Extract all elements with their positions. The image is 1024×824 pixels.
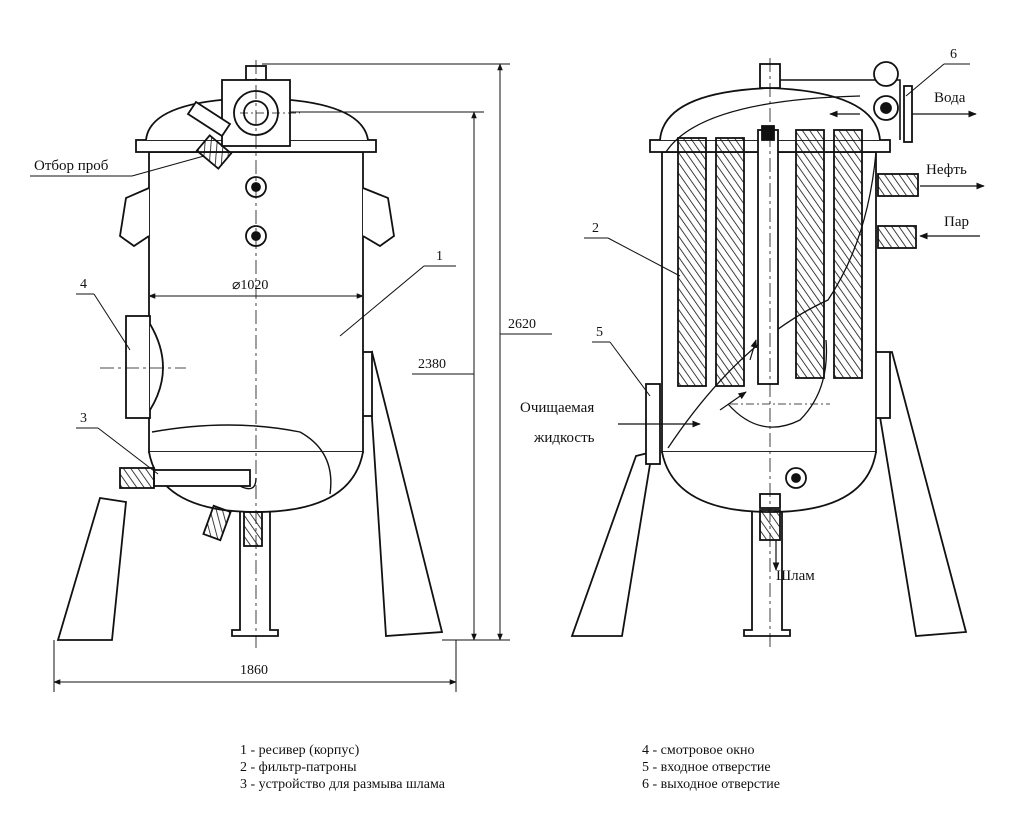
- callout-1: 1: [436, 249, 443, 264]
- right-outlet-gauge: [873, 61, 899, 87]
- label-sampling: Отбор проб: [34, 158, 109, 174]
- filter-cartridge-3: [795, 129, 825, 379]
- left-dimensions: [53, 63, 552, 692]
- right-steam-valve: [877, 225, 917, 249]
- callout-3: 3: [80, 411, 87, 426]
- legend-left: 1 - ресивер (корпус) 2 - фильтр-патроны …: [240, 742, 445, 793]
- legend-item: 3 - устройство для размыва шлама: [240, 777, 445, 792]
- right-outlet-pipe: [780, 79, 901, 140]
- left-wash-valve: [119, 467, 155, 489]
- label-sludge: Шлам: [776, 568, 815, 584]
- callout-6: 6: [950, 47, 957, 62]
- right-cutaway-line: [665, 95, 877, 449]
- filter-cartridge-2: [715, 137, 745, 387]
- right-leg-center: [743, 512, 791, 637]
- left-leaders: [30, 155, 456, 475]
- left-leg-right: [367, 350, 444, 637]
- legend-right: 4 - смотровое окно 5 - входное отверстие…: [642, 742, 780, 793]
- right-leaders: [584, 63, 970, 397]
- legend-item: 5 - входное отверстие: [642, 760, 771, 775]
- right-oil-valve: [877, 173, 919, 197]
- legend-item: 6 - выходное отверстие: [642, 777, 780, 792]
- left-lug-left: [119, 187, 150, 248]
- label-water: Вода: [934, 90, 966, 106]
- left-lug-right: [362, 187, 395, 248]
- legend-item: 1 - ресивер (корпус): [240, 743, 360, 758]
- label-height-body: 2380: [418, 357, 446, 372]
- callout-4: 4: [80, 277, 87, 292]
- left-view: [56, 60, 444, 648]
- callout-5: 5: [596, 325, 603, 340]
- legend-item: 4 - смотровое окно: [642, 743, 755, 758]
- label-diameter: ⌀1020: [232, 278, 268, 293]
- center-tube: [757, 129, 779, 385]
- drawing-text: Отбор проб ⌀1020 2620 2380 1860 Вода Неф…: [34, 47, 969, 678]
- label-oil: Нефть: [926, 162, 967, 178]
- left-body: [148, 151, 364, 453]
- left-wash-pipe: [153, 469, 251, 487]
- callout-2: 2: [592, 221, 599, 236]
- left-sight-glass: [125, 315, 151, 419]
- label-inlet-1: Очищаемая: [520, 400, 594, 416]
- right-flow-arrows: [618, 110, 985, 571]
- left-sludge-line: [151, 424, 332, 495]
- left-sampling-valve: [195, 134, 233, 170]
- right-view: [570, 58, 968, 648]
- left-inclined-pipe: [186, 100, 232, 138]
- left-bottom-drain: [202, 504, 232, 542]
- left-leg-left: [56, 496, 127, 641]
- label-height-total: 2620: [508, 317, 536, 332]
- label-width-total: 1860: [240, 663, 268, 678]
- legend-item: 2 - фильтр-патроны: [240, 760, 357, 775]
- filter-cartridge-4: [833, 129, 863, 379]
- label-inlet-2: жидкость: [533, 430, 595, 446]
- filter-cartridge-1: [677, 137, 707, 387]
- label-steam: Пар: [944, 214, 969, 230]
- right-inner-arc: [727, 339, 828, 428]
- right-leg-left: [570, 450, 654, 637]
